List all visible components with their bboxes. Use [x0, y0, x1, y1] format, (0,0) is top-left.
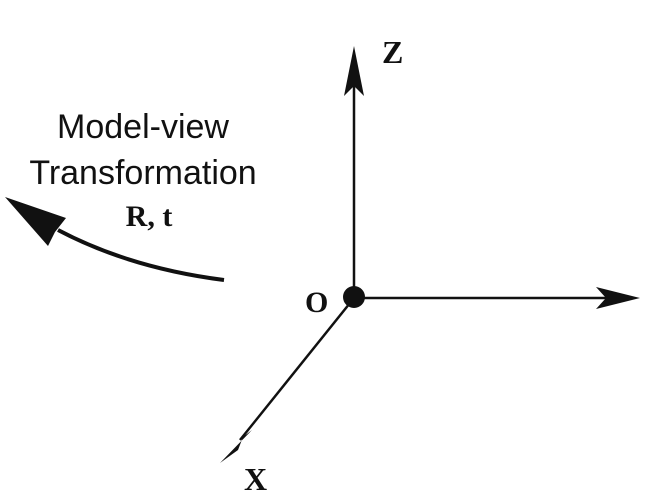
origin-label: O: [305, 286, 328, 319]
x-axis-label: X: [244, 461, 267, 497]
horizontal-axis-arrowhead: [596, 287, 640, 309]
transform-title-line2: Transformation: [29, 154, 256, 192]
z-axis-arrowhead: [344, 46, 364, 96]
transform-arrow-curve: [57, 228, 225, 282]
origin-point: [343, 286, 365, 308]
x-axis-arrowhead: [220, 430, 252, 463]
transform-arrowhead: [5, 197, 66, 246]
transform-symbols: R, t: [126, 200, 173, 233]
x-axis: [239, 297, 355, 441]
z-axis-label: Z: [382, 34, 403, 70]
transform-title-line1: Model-view: [57, 108, 229, 146]
